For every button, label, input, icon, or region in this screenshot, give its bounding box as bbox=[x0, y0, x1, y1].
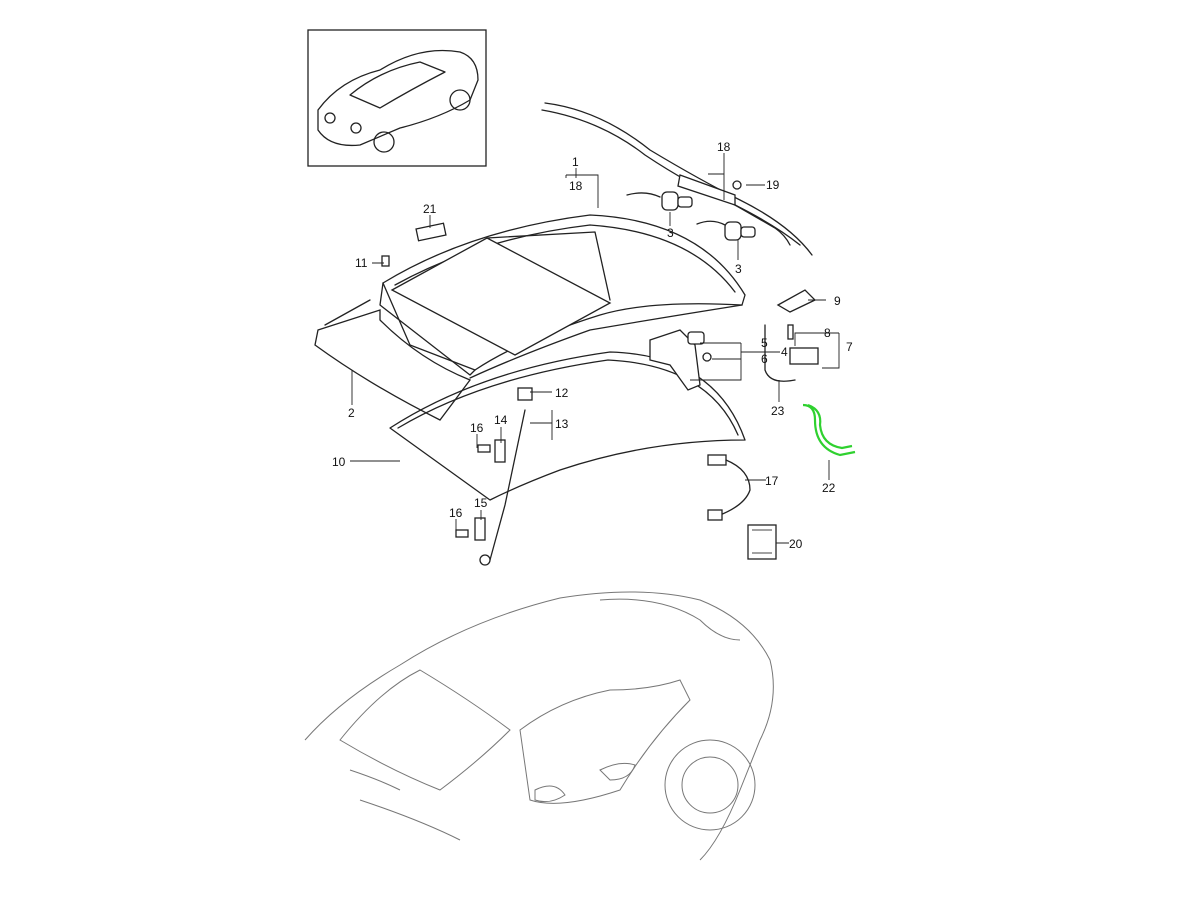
pin-8[interactable] bbox=[787, 324, 794, 340]
callout-15[interactable]: 15 bbox=[474, 496, 488, 510]
callout-11[interactable]: 11 bbox=[355, 256, 368, 270]
callout-18[interactable]: 18 bbox=[569, 179, 583, 193]
leader-lines bbox=[350, 153, 840, 544]
bracket-21[interactable] bbox=[415, 222, 447, 242]
seal-10[interactable] bbox=[389, 351, 746, 501]
callout-labels: 1 18 18 19 3 3 21 11 9 8 7 5 6 4 2 12 14… bbox=[332, 140, 853, 551]
drive-motor-3[interactable] bbox=[626, 191, 756, 241]
callout-22[interactable]: 22 bbox=[822, 481, 836, 495]
latch-7[interactable] bbox=[789, 347, 819, 365]
callout-10[interactable]: 10 bbox=[332, 455, 346, 469]
callout-19[interactable]: 19 bbox=[766, 178, 780, 192]
drain-hose-22[interactable] bbox=[802, 403, 856, 457]
callout-16[interactable]: 16 bbox=[449, 506, 463, 520]
drain-hose-23[interactable] bbox=[764, 324, 796, 382]
screw-11[interactable] bbox=[381, 255, 390, 267]
bolt-16[interactable] bbox=[455, 444, 491, 538]
callout-14[interactable]: 14 bbox=[494, 413, 508, 427]
callout-7[interactable]: 7 bbox=[846, 340, 853, 354]
callout-16[interactable]: 16 bbox=[470, 421, 484, 435]
clip-19[interactable] bbox=[732, 180, 742, 190]
callout-2[interactable]: 2 bbox=[348, 406, 355, 420]
callout-17[interactable]: 17 bbox=[765, 474, 779, 488]
callout-18[interactable]: 18 bbox=[717, 140, 731, 154]
guide-rail-13[interactable] bbox=[474, 387, 533, 566]
callout-3[interactable]: 3 bbox=[667, 226, 674, 240]
cable-17[interactable] bbox=[707, 454, 751, 521]
wind-deflector-2[interactable] bbox=[314, 299, 472, 421]
callout-13[interactable]: 13 bbox=[555, 417, 569, 431]
callout-6[interactable]: 6 bbox=[761, 352, 768, 366]
callout-3[interactable]: 3 bbox=[735, 262, 742, 276]
callout-8[interactable]: 8 bbox=[824, 326, 831, 340]
callout-5[interactable]: 5 bbox=[761, 336, 768, 350]
mechanism-4[interactable] bbox=[649, 329, 712, 391]
callout-12[interactable]: 12 bbox=[555, 386, 569, 400]
callout-9[interactable]: 9 bbox=[834, 294, 841, 308]
cover-9[interactable] bbox=[776, 289, 817, 313]
cable-harness-18[interactable] bbox=[541, 102, 813, 256]
callout-1[interactable]: 1 bbox=[572, 155, 579, 169]
callout-23[interactable]: 23 bbox=[771, 404, 785, 418]
callout-4[interactable]: 4 bbox=[781, 345, 788, 359]
vehicle-thumbnail[interactable] bbox=[307, 29, 487, 167]
callout-21[interactable]: 21 bbox=[423, 202, 437, 216]
sunroof-frame-1[interactable] bbox=[379, 214, 746, 379]
callout-20[interactable]: 20 bbox=[789, 537, 803, 551]
car-outline bbox=[304, 591, 774, 861]
control-unit-20[interactable] bbox=[747, 524, 777, 560]
